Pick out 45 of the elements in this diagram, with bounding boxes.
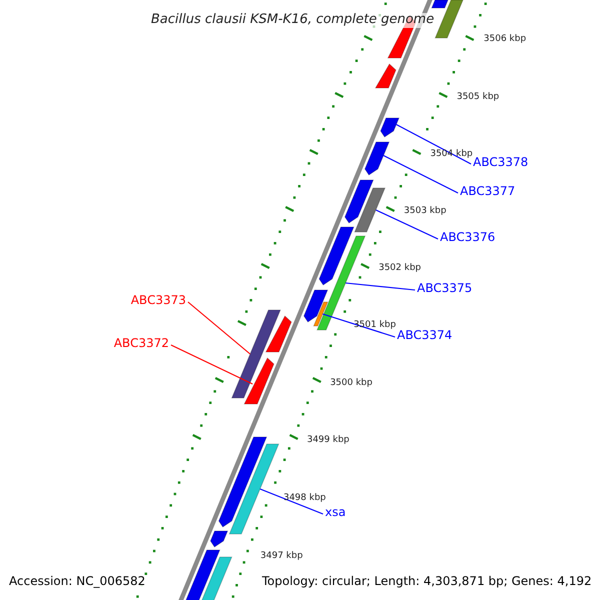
gene-label: xsa — [325, 506, 346, 520]
gene-block — [218, 436, 268, 528]
gene-block — [265, 315, 292, 352]
gene-label: ABC3372 — [114, 337, 169, 351]
genome-info-text: Topology: circular; Length: 4,303,871 bp; Genes: 4,192 — [262, 575, 592, 589]
gene-label: ABC3375 — [417, 282, 472, 296]
scale-label: 3502 kbp — [378, 263, 422, 274]
gene-block — [244, 357, 274, 404]
gene-label: ABC3378 — [473, 156, 528, 170]
leader-line — [322, 313, 396, 338]
gene-label: ABC3376 — [440, 231, 496, 245]
scale-label: 3499 kbp — [306, 435, 350, 446]
gene-block — [431, 0, 449, 8]
gene-block — [318, 226, 354, 286]
leader-line — [376, 210, 438, 240]
gene-block — [434, 0, 464, 38]
scale-label: 3505 kbp — [456, 92, 500, 102]
gene-block — [364, 142, 390, 176]
leader-line — [260, 488, 324, 515]
title: Bacillus clausii KSM-K16, complete genome — [151, 13, 434, 28]
gene-block — [231, 310, 281, 398]
gene-label: ABC3373 — [130, 294, 186, 308]
scale-label: 3500 kbp — [330, 378, 372, 388]
scale-label: 3501 kbp — [354, 320, 396, 330]
gene-label: ABC3374 — [397, 329, 452, 343]
gene-block — [374, 63, 396, 88]
scale-label: 3497 kbp — [260, 551, 303, 562]
leader-line — [396, 124, 472, 164]
scale-label: 3498 kbp — [283, 493, 326, 504]
gene-block — [228, 444, 280, 534]
accession-text: Accession: NC_006582 — [9, 575, 146, 589]
gene-block — [210, 530, 228, 548]
gene-label: ABC3377 — [460, 185, 516, 199]
leader-line — [170, 344, 253, 384]
scale-label: 3504 kbp — [430, 149, 473, 160]
gene-block — [354, 188, 386, 232]
leader-line — [383, 155, 458, 194]
gene-block — [380, 118, 400, 138]
scale-label: 3506 kbp — [484, 34, 526, 44]
gene-block — [313, 302, 328, 326]
gene-block — [303, 290, 328, 323]
gene-block — [344, 180, 374, 224]
leader-line — [346, 282, 416, 291]
scale-label: 3503 kbp — [404, 206, 446, 216]
leader-line — [188, 302, 250, 354]
